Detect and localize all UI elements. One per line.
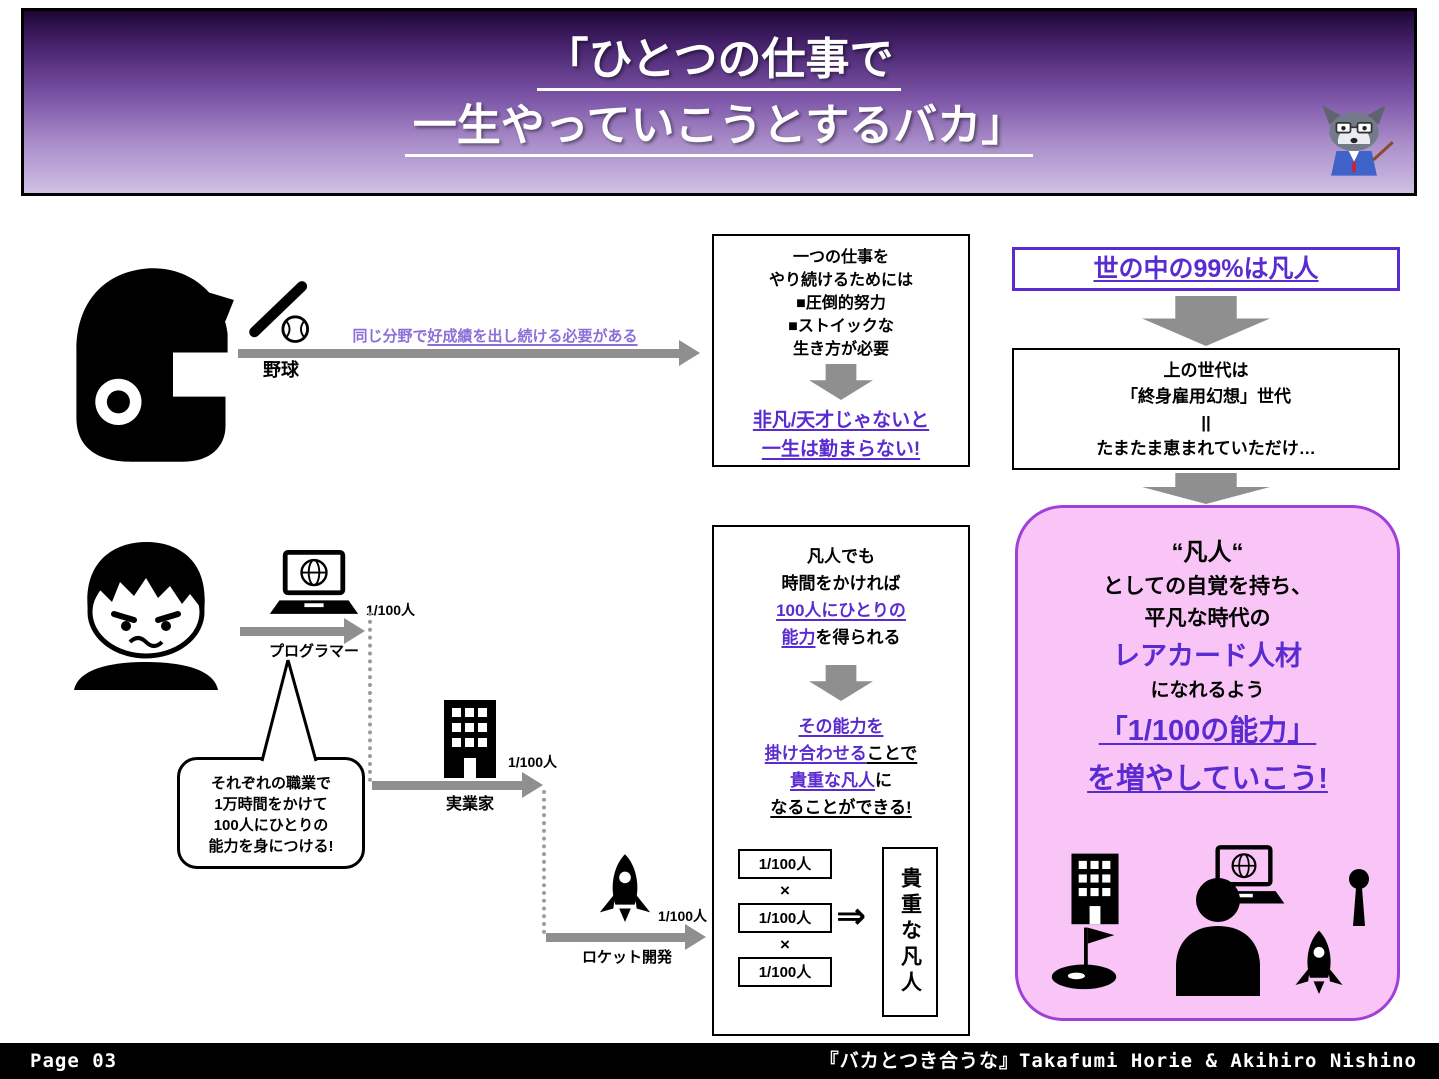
bubble-line: 100人にひとりの	[213, 817, 329, 834]
page-number: Page 03	[30, 1050, 118, 1072]
page-title-line2: 一生やっていこうとするバカ」	[404, 101, 1034, 157]
dotted-connector	[368, 612, 372, 782]
wolf-mascot-icon	[1322, 105, 1394, 176]
person-icon	[1176, 878, 1260, 996]
pink-line6: 「1/100の能力」	[1098, 715, 1317, 747]
effort-conclusion: 非凡/天才じゃないと 一生は勤まらない!	[714, 406, 968, 464]
effort-line: 生き方が必要	[792, 341, 889, 358]
down-arrow-icon	[1142, 296, 1270, 346]
result-box: 貴重な凡人	[882, 847, 938, 1017]
footer-bar: Page 03 『バカとつき合うな』Takafumi Horie & Akihi…	[0, 1043, 1439, 1079]
dotted-connector	[542, 790, 546, 934]
ratio-label-rocket: 1/100人	[658, 908, 708, 924]
generation-line: たまたま恵まれていただけ…	[1096, 439, 1316, 458]
effort-line: ■ストイックな	[788, 318, 894, 335]
generation-box: 上の世代は 「終身雇用幻想」世代 || たまたま恵まれていただけ…	[1012, 348, 1400, 470]
factor-box: 1/100人	[738, 957, 832, 987]
generation-line: ||	[1201, 413, 1211, 432]
flow-arrow-rocket	[546, 924, 706, 950]
ability-box: 凡人でも 時間をかければ 100人にひとりの 能力を得られる その能力を 掛け合…	[712, 525, 970, 1036]
ability-line7a: 貴重な凡人	[790, 771, 875, 790]
factor-box: 1/100人	[738, 849, 832, 879]
building-icon	[1071, 853, 1119, 925]
header-banner: 「ひとつの仕事で 一生やっていこうとするバカ」	[21, 8, 1417, 196]
baseball-label: 野球	[263, 360, 299, 380]
ability-line2: 時間をかければ	[781, 574, 901, 593]
ratio-label-businessman: 1/100人	[508, 754, 558, 770]
laptop-globe-icon	[269, 550, 359, 614]
bubble-line: 能力を身につける!	[208, 838, 334, 855]
pink-line3: 平凡な時代の	[1144, 607, 1271, 630]
building-icon	[444, 700, 496, 778]
effort-conclusion-line2: 一生は勤まらない!	[761, 439, 921, 460]
times-sign: ×	[780, 935, 790, 954]
pink-line5: になれるよう	[1150, 680, 1265, 701]
effort-conclusion-line1: 非凡/天才じゃないと	[752, 410, 930, 431]
golf-flag-icon	[1051, 927, 1117, 990]
pink-line4: レアカード人材	[1113, 641, 1302, 671]
bubble-line: それぞれの職業で	[210, 775, 331, 792]
effort-line: ■圧倒的努力	[796, 295, 886, 312]
pink-line1: “凡人“	[1171, 539, 1244, 566]
flow-arrow-businessman	[372, 772, 543, 798]
speech-bubble-pointer	[260, 659, 318, 762]
angry-man-icon	[74, 542, 218, 690]
baseball-player-icon	[76, 268, 234, 462]
ability-line6a: 掛け合わせる	[764, 744, 867, 763]
programmer-label: プログラマー	[268, 643, 359, 660]
ordinary-people-banner: 世の中の99%は凡人	[1012, 247, 1400, 291]
ability-line7: 貴重な凡人に	[714, 767, 968, 794]
flow-arrow-programmer	[240, 618, 365, 644]
ability-line6b: ことで	[866, 744, 918, 763]
factor-stack: 1/100人 × 1/100人 × 1/100人	[738, 849, 832, 987]
baseball-arrow-caption: 同じ分野で好成績を出し続ける必要がある	[290, 325, 700, 346]
ability-line8: なることができる!	[770, 798, 912, 817]
page-title-line1: 「ひとつの仕事で	[536, 35, 902, 91]
effort-line: やり続けるためには	[768, 272, 913, 289]
microphone-icon	[1349, 869, 1369, 926]
ability-line5: その能力を	[798, 717, 884, 736]
effort-box: 一つの仕事を やり続けるためには ■圧倒的努力 ■ストイックな 生き方が必要 非…	[712, 234, 970, 467]
down-arrow-icon	[809, 364, 873, 400]
ability-line3: 100人にひとりの	[776, 601, 906, 620]
factor-box: 1/100人	[738, 903, 832, 933]
generation-line: 上の世代は	[1163, 361, 1249, 380]
flow-arrow-baseball	[238, 340, 700, 366]
ordinary-people-banner-text: 世の中の99%は凡人	[1093, 255, 1319, 283]
pink-line7: を増やしていこう!	[1087, 763, 1328, 795]
bat-ball-icon	[249, 281, 310, 343]
page-title-line2-wrap: 一生やっていこうとするバカ」	[24, 93, 1414, 159]
pink-line2: としての自覚を持ち、	[1102, 575, 1313, 598]
rocket-icon	[1295, 930, 1343, 994]
rare-card-box: “凡人“ としての自覚を持ち、 平凡な時代の レアカード人材 になれるよう 「1…	[1015, 505, 1400, 1021]
arrow-caption-seg1: 同じ分野で	[352, 328, 428, 345]
down-arrow-icon	[1142, 473, 1270, 504]
rocket-label: ロケット開発	[581, 949, 672, 966]
ratio-label-programmer: 1/100人	[366, 602, 416, 618]
ability-line1: 凡人でも	[807, 547, 875, 566]
page-title-line1-wrap: 「ひとつの仕事で	[24, 27, 1414, 93]
ability-line4b: を得られる	[815, 628, 901, 647]
generation-line: 「終身雇用幻想」世代	[1121, 387, 1291, 406]
ability-line7b: に	[875, 771, 892, 790]
ability-line4: 能力を得られる	[714, 624, 968, 651]
businessman-label: 実業家	[445, 796, 494, 813]
times-sign: ×	[780, 881, 790, 900]
ability-line4a: 能力	[781, 628, 816, 647]
effort-line: 一つの仕事を	[792, 249, 889, 266]
rocket-icon	[599, 854, 651, 922]
arrow-caption-seg2: 好成績を出し続ける	[427, 328, 563, 345]
footer-credit: 『バカとつき合うな』Takafumi Horie & Akihiro Nishi…	[819, 1050, 1417, 1072]
speech-bubble: それぞれの職業で 1万時間をかけて 100人にひとりの 能力を身につける!	[177, 757, 365, 869]
arrow-caption-seg3: 必要がある	[562, 328, 638, 345]
implies-arrow: ⇒	[836, 895, 867, 936]
down-arrow-icon	[809, 665, 873, 701]
bubble-line: 1万時間をかけて	[214, 796, 328, 813]
ability-line6: 掛け合わせることで	[714, 740, 968, 767]
ability-conclusion: その能力を 掛け合わせることで 貴重な凡人に なることができる!	[714, 713, 968, 821]
